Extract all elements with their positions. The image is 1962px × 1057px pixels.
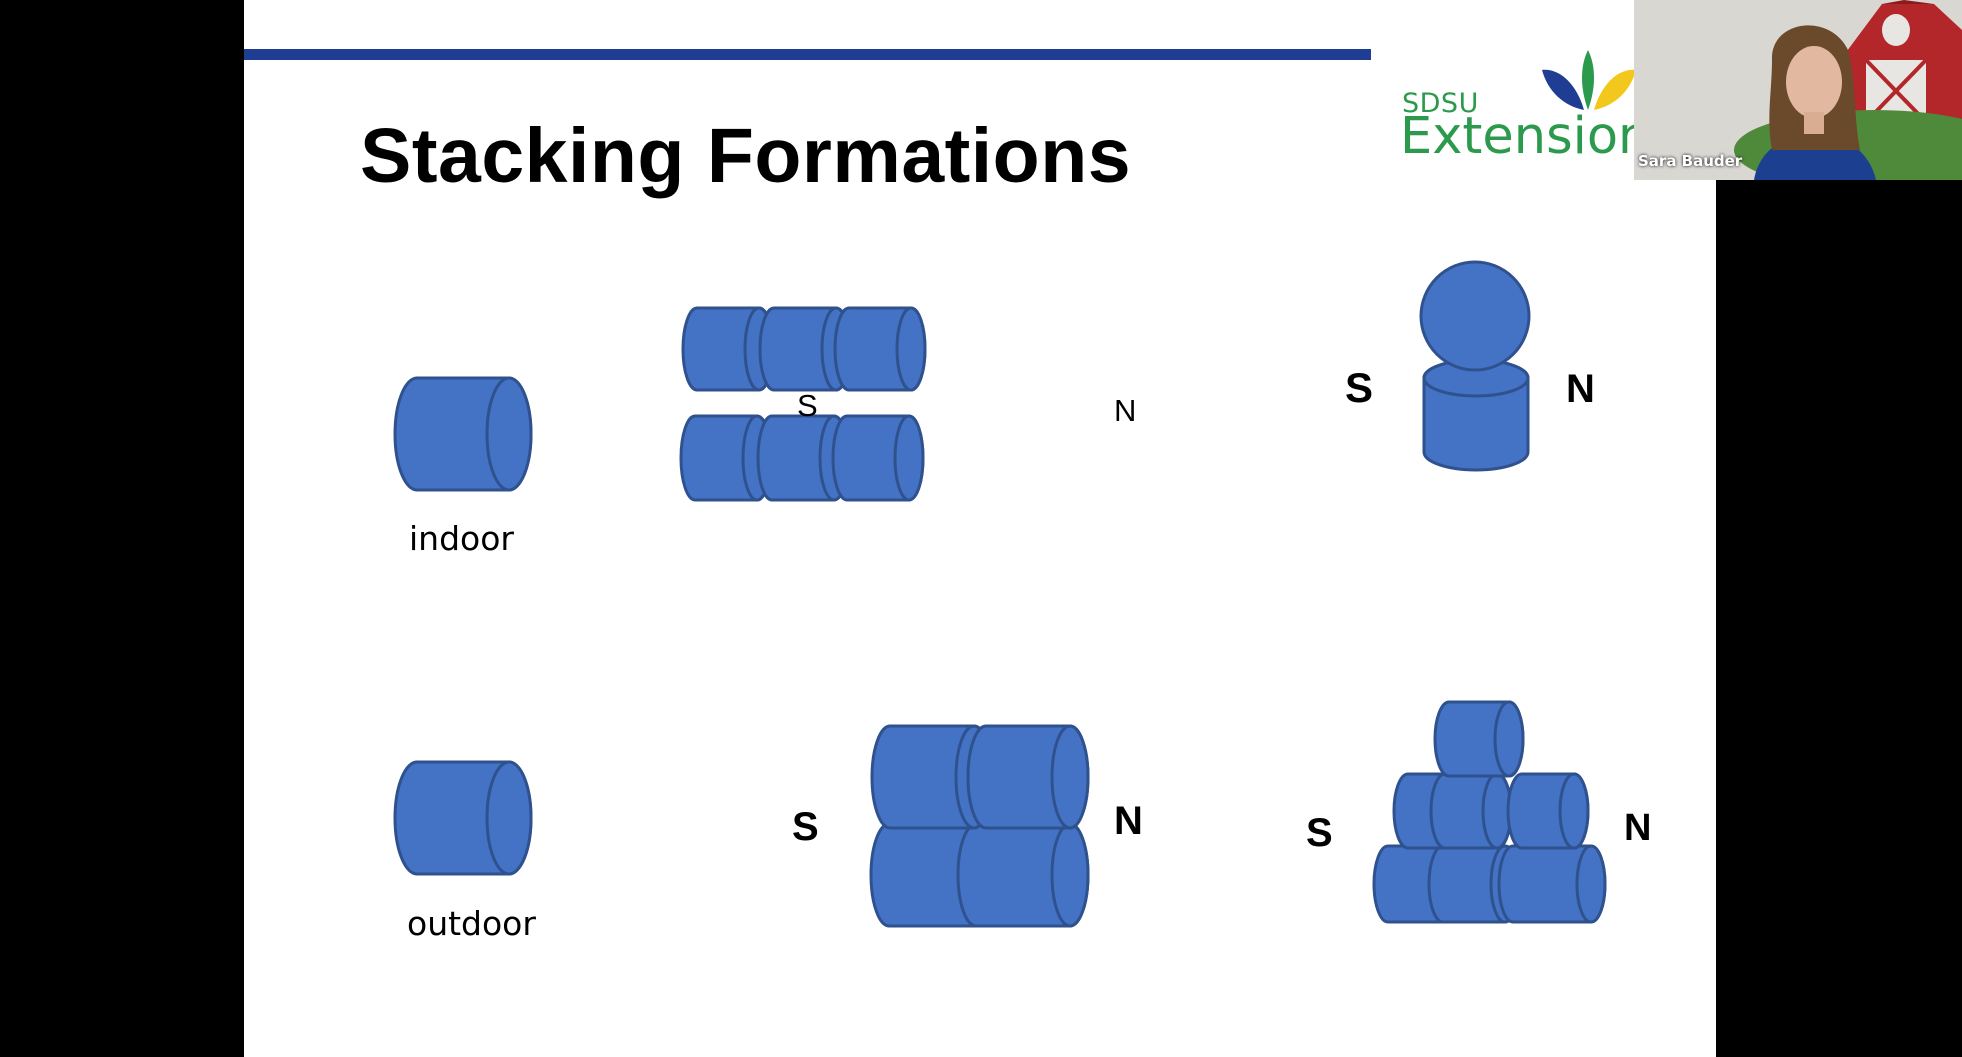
label-s-mid-bottom: S bbox=[792, 805, 819, 849]
bale-outdoor bbox=[393, 760, 533, 876]
bale-round-top bbox=[1419, 260, 1531, 372]
bale-upright bbox=[1422, 358, 1530, 472]
title-rule bbox=[244, 49, 1371, 60]
bale-lower-2 bbox=[956, 822, 1090, 928]
slide-title: Stacking Formations bbox=[360, 113, 1132, 199]
label-s-right-top: S bbox=[1345, 364, 1373, 411]
bale-upper-2 bbox=[966, 724, 1090, 830]
logo-extension-text: Extension bbox=[1400, 107, 1651, 166]
label-indoor: indoor bbox=[409, 519, 514, 558]
label-n-mid-bottom: N bbox=[1114, 799, 1143, 843]
label-n-mid-top: N bbox=[1114, 393, 1136, 428]
label-outdoor: outdoor bbox=[407, 904, 536, 943]
logo-leaves-icon bbox=[1542, 50, 1636, 110]
bale-pyr-m2 bbox=[1429, 772, 1513, 850]
logo-sdsu-text: SDSU bbox=[1402, 88, 1479, 119]
label-s-right-bottom: S bbox=[1306, 811, 1333, 855]
label-n-right-bottom: N bbox=[1624, 807, 1651, 849]
participant-video-tile[interactable]: Sara Bauder bbox=[1634, 0, 1962, 180]
label-s-mid-top: S bbox=[797, 388, 818, 423]
bale-row2-3 bbox=[831, 414, 925, 502]
label-n-right-top: N bbox=[1566, 367, 1595, 411]
presentation-slide: Stacking Formations SDSU Extension indoo… bbox=[244, 0, 1716, 1057]
bale-pyr-m3 bbox=[1506, 772, 1590, 850]
participant-name: Sara Bauder bbox=[1638, 152, 1743, 170]
bale-pyr-b3 bbox=[1497, 844, 1607, 924]
bale-indoor bbox=[393, 376, 533, 492]
bale-pyr-top bbox=[1433, 700, 1525, 778]
bale-row1-3 bbox=[833, 306, 927, 392]
participant-video-image bbox=[1634, 0, 1962, 180]
stacking-diagram: indoor outdoor S N S N S N S N bbox=[393, 260, 1651, 943]
